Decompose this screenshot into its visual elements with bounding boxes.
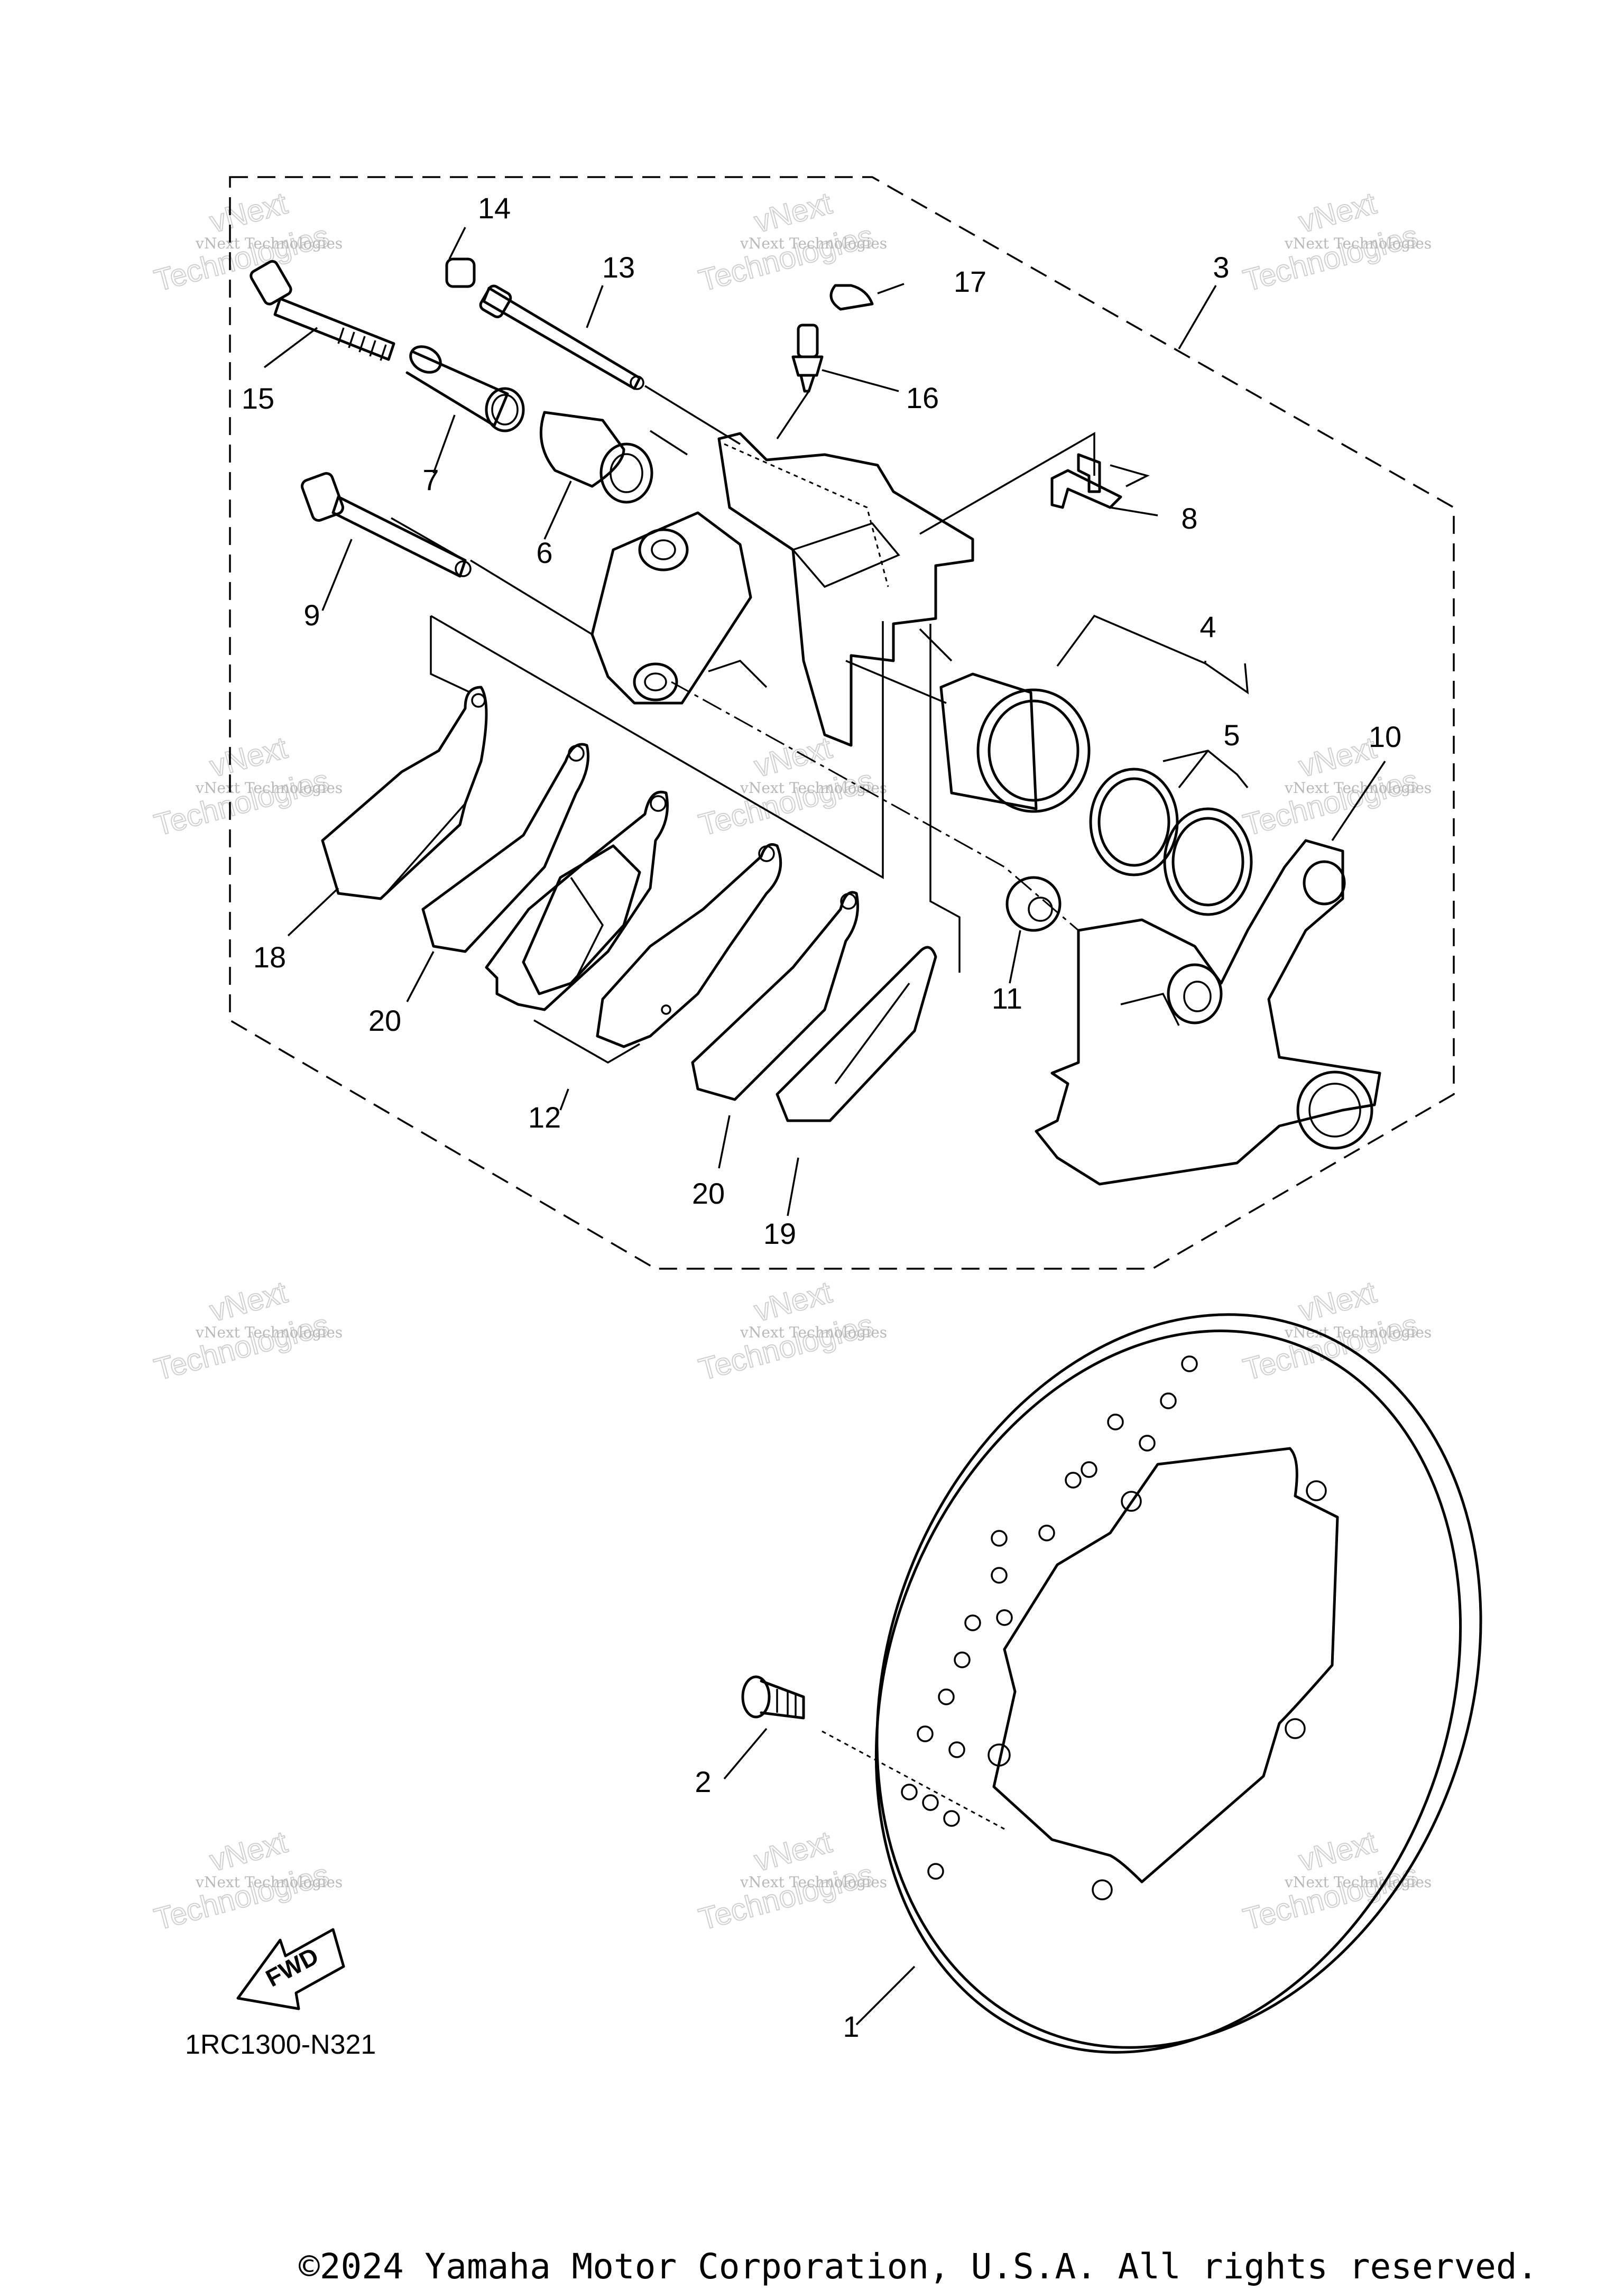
caliper-body-part-3 [590,432,974,747]
svg-text:vNext Technologies: vNext Technologies [740,1873,887,1891]
pad-group-bracket-12 [430,616,471,694]
callout-3: 3 [1213,251,1229,284]
watermark: vNext Technologies vNext Technologies [150,1275,343,1388]
callout-7: 7 [422,463,439,496]
svg-text:vNext Technologies: vNext Technologies [740,235,887,252]
callout-12: 12 [528,1101,561,1134]
callout-17: 17 [954,265,986,298]
svg-text:vNext Technologies: vNext Technologies [1284,1324,1432,1341]
callout-20: 20 [368,1004,401,1037]
callouts: 14 13 17 3 15 16 7 8 6 9 4 5 10 18 11 20… [242,191,1401,2043]
svg-text:vNext Technologies: vNext Technologies [1284,235,1432,252]
callout-5: 5 [1223,718,1240,752]
diagram-code: 1RC1300-N321 [185,2029,376,2060]
bleed-screw-part-16 [791,324,824,393]
svg-text:vNext Technologies: vNext Technologies [1284,779,1432,797]
boot-part-11 [1005,876,1062,932]
alignment-lines [470,385,1095,931]
callout-9: 9 [303,598,320,632]
brake-pad-part-12 [485,791,782,1048]
watermark: vNext Technologies vNext Technologies [1239,730,1432,843]
caliper-bracket-part-10 [1035,839,1381,1186]
pin-cap-part [445,257,476,288]
pad-spring-part-8 [1050,453,1150,509]
watermark: vNext Technologies vNext Technologies [150,1824,343,1937]
brake-disc-part-1 [874,1313,1482,2054]
watermark: vNext Technologies vNext Technologies [695,1275,887,1388]
watermark: vNext Technologies vNext Technologies [695,1824,887,1937]
svg-text:vNext Technologies: vNext Technologies [195,1873,343,1891]
pad-group-bracket-18 [533,1019,640,1064]
svg-text:vNext Technologies: vNext Technologies [195,779,343,797]
callout-19: 19 [763,1217,796,1250]
watermark: vNext Technologies vNext Technologies [1239,1275,1432,1388]
pad-group-bracket-12 [430,615,884,880]
pad-group-bracket-19 [929,624,961,973]
boot-part-6 [539,411,653,504]
callout-18: 18 [253,940,286,974]
svg-text:vNext Technologies: vNext Technologies [195,1324,343,1341]
watermarks: vNext Technologies vNext Technologies vN… [150,186,1432,1937]
svg-text:vNext Technologies: vNext Technologies [740,1324,887,1341]
watermark: vNext Technologies vNext Technologies [695,186,887,299]
seal-part-5 [1089,768,1253,916]
bleed-cap-part-17 [829,284,874,311]
caliper-assembly-boundary [229,176,1455,1270]
disc-bolt-part-2 [741,1675,805,1720]
callout-1: 1 [843,2010,859,2043]
svg-text:vNext Technologies: vNext Technologies [740,779,887,797]
sleeve-part-7 [405,345,525,432]
copyright-text: ©2024 Yamaha Motor Corporation, U.S.A. A… [299,2246,1538,2287]
callout-15: 15 [242,382,274,415]
watermark: vNext Technologies vNext Technologies [150,730,343,843]
watermark: vNext Technologies vNext Technologies [150,186,343,299]
pad-shim-part-19 [776,946,937,1122]
callout-16: 16 [906,381,939,414]
callout-11: 11 [992,982,1022,1015]
fwd-arrow-icon: FWD [236,1928,345,2010]
leader-lines [263,227,1386,2026]
callout-8: 8 [1181,502,1197,535]
callout-6: 6 [536,536,552,569]
callout-2: 2 [695,1765,711,1798]
callout-10: 10 [1369,720,1401,753]
piston-part-4 [939,672,1091,813]
callout-13: 13 [602,251,635,284]
bolt-part-9 [301,472,472,578]
callout-20: 20 [692,1177,725,1210]
disc-bolt-axis [822,1730,1005,1830]
bolt-part-15 [250,260,395,361]
watermark: vNext Technologies vNext Technologies [1239,186,1432,299]
svg-text:vNext Technologies: vNext Technologies [195,235,343,252]
pad-shim-part-20 [421,743,859,1101]
callout-14: 14 [478,191,511,225]
callout-4: 4 [1199,610,1216,643]
svg-text:vNext Technologies: vNext Technologies [1284,1873,1432,1891]
pad-shim-part-18 [321,686,488,900]
slide-pin-part [479,284,644,390]
